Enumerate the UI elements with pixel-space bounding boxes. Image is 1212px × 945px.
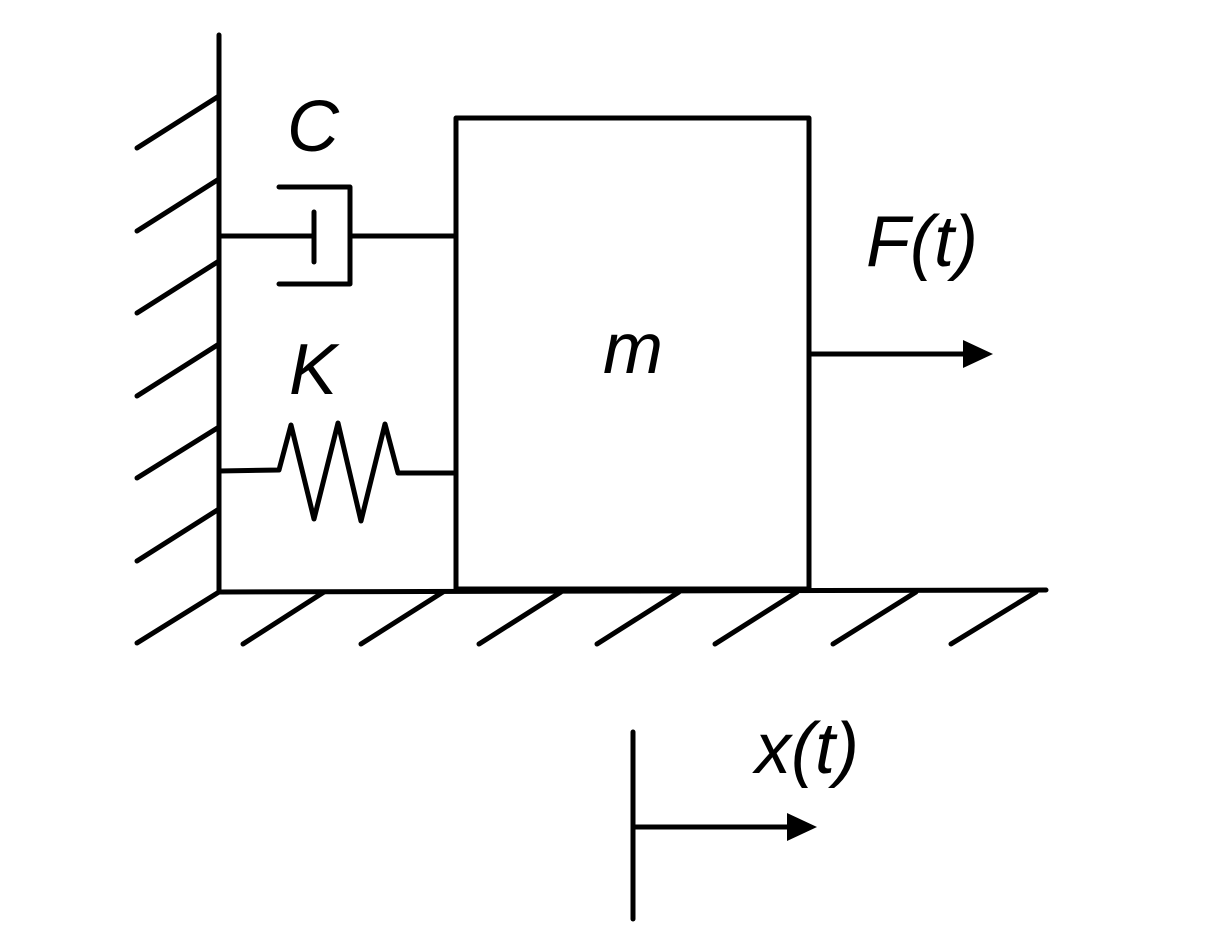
mass-label: m [603, 309, 663, 389]
ground-hatching [134, 589, 1039, 647]
damper [216, 184, 459, 287]
displacement-marker [630, 729, 817, 922]
displacement-label: x(t) [752, 709, 859, 789]
force-label: F(t) [866, 202, 978, 282]
wall-hatching [134, 93, 222, 564]
spring [216, 420, 459, 524]
wall [134, 32, 222, 595]
damper-label: C [287, 87, 340, 167]
ground [134, 587, 1049, 647]
force-arrow [807, 340, 993, 368]
spring-label: K [289, 330, 340, 410]
